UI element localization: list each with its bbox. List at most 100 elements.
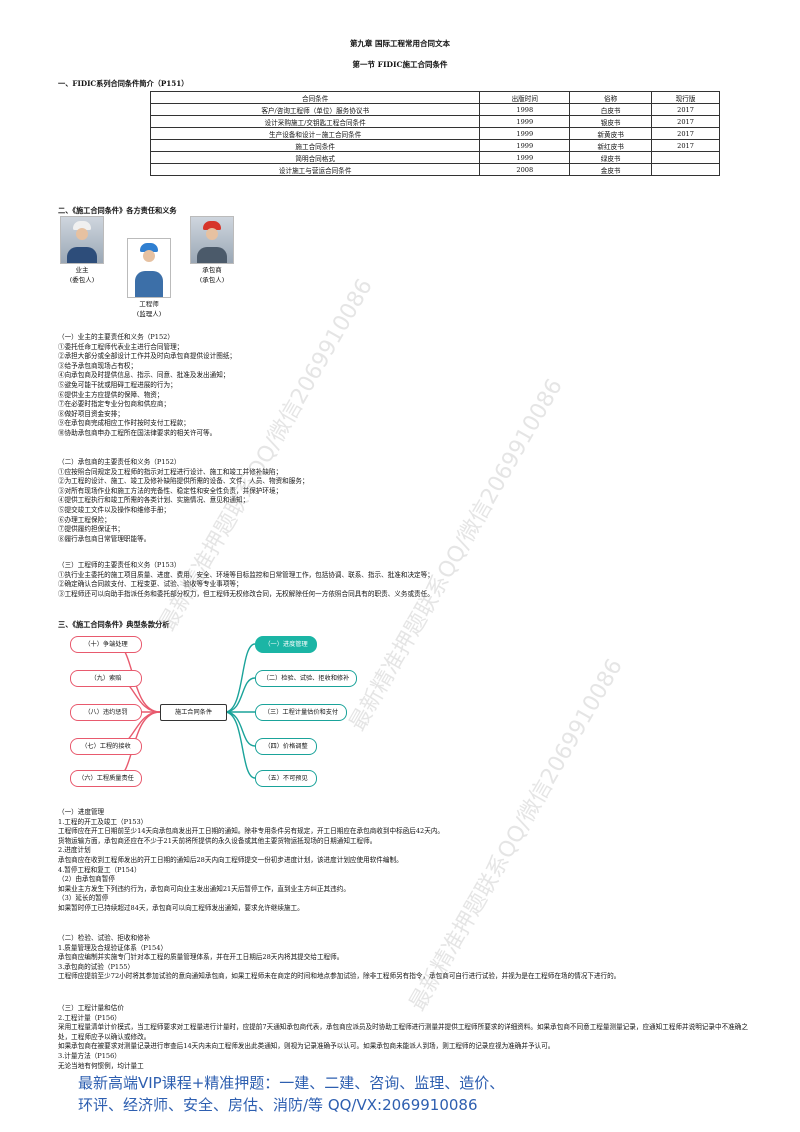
table-cell [651,163,720,176]
column-header: 现行版 [651,91,720,104]
owner-duties: （一）业主的主要责任和义务（P152） ①委托任命工程师代表业主进行合同管理；②… [58,333,748,439]
text-line: 1.质量管理及合规验证体系（P154） [58,943,168,952]
measurement-title: （三）工程计量和估价 [58,1004,124,1012]
text-line: ④提供工程执行和竣工所需的各类计划、实施情况、意见和通知； [58,496,250,505]
contractor-figure: 承包商 (承包人) [190,216,234,284]
engineer-label: 工程师 [139,300,159,308]
text-line: ⑥办理工程保险； [58,515,111,524]
text-line: ⑤提交竣工文件以及操作和维修手册； [58,505,171,514]
text-line: （3）延长的暂停 [58,894,109,903]
column-header: 出版时间 [479,91,571,104]
text-line: ⑦提供履约担保证书； [58,525,124,534]
text-line: ①委托任命工程师代表业主进行合同管理； [58,342,184,351]
measurement-section: （三）工程计量和估价 2.工程计量（P156）采用工程量清单计价模式，当工程师要… [58,1004,748,1071]
table-cell: 2008 [479,163,571,176]
text-line: 1.工程的开工及竣工（P153） [58,817,148,826]
node-quality: （六）工程质量责任 [70,770,142,787]
section2-heading: 二、《施工合同条件》各方责任和义务 [58,206,177,215]
text-line: ⑦在必要时指定专业分包商和供应商； [58,400,171,409]
footer-line: 环评、经济师、安全、房估、消防/等 QQ/VX:2069910086 [78,1096,478,1114]
text-line: 无论当地有何惯例，均计量工 [58,1061,144,1070]
text-line: 货物运输方面，承包商还应在不少于21天前将所提供的永久设备或其他主要货物运抵现场… [58,836,377,845]
node-inspection: （二）检验、试验、拒收和修补 [255,670,357,687]
footer-line: 最新高端VIP课程+精准押题：一建、二建、咨询、监理、造价、 [78,1074,505,1092]
text-line: 如果业主方发生下列违约行为，承包商可向业主发出通知21天后暂停工作，直到业主方纠… [58,884,350,893]
table-cell: 1999 [479,151,571,164]
table-cell: 设计采购施工/交钥匙工程合同条件 [149,115,481,128]
engineer-duties-title: （三）工程师的主要责任和义务（P153） [58,561,181,569]
owner-photo [60,216,104,264]
contractor-label: 承包商 [202,266,222,274]
table-cell: 2017 [651,103,720,116]
table-cell: 2017 [651,127,720,140]
table-cell: 新黄皮书 [569,127,653,140]
table-cell: 1999 [479,127,571,140]
table-cell: 1998 [479,103,571,116]
table-cell [651,151,720,164]
text-line: ⑧做好项目资金安排； [58,409,124,418]
node-taking-over: （七）工程的接收 [70,738,142,755]
progress-section: （一）进度管理 1.工程的开工及竣工（P153）工程师应在开工日期前至少14天向… [58,808,748,914]
text-line: （2）由承包商暂停 [58,875,115,884]
owner-label: 业主 [75,266,89,274]
node-claim: （九）索赔 [70,670,142,687]
chapter-title: 第九章 国际工程常用合同文本 [349,39,451,48]
table-cell: 简明合同格式 [149,151,481,164]
text-line: ⑧履行承包商日常管理职能等。 [58,534,151,543]
text-line: 2.工程计量（P156） [58,1013,121,1022]
node-progress: （一）进度管理 [255,636,317,653]
column-header: 俗称 [569,91,653,104]
text-line: 如果暂时停工已持续超过84天，承包商可以向工程师发出通知，要求允许继续施工。 [58,903,304,912]
contractor-duties-title: （二）承包商的主要责任和义务（P152） [58,458,181,466]
node-default: （八）违约惩罚 [70,704,142,721]
contractor-photo [190,216,234,264]
text-line: 3.承包商的试验（P155） [58,962,135,971]
table-cell: 设计施工与营运合同条件 [149,163,481,176]
engineer-photo [127,238,171,298]
table-header-row: 合同条件 出版时间 俗称 现行版 [149,91,720,104]
owner-duties-title: （一）业主的主要责任和义务（P152） [58,333,174,341]
text-line: ⑥提供业主方应提供的保障、物资； [58,390,164,399]
text-line: ⑩协助承包商申办工程所在国法律要求的相关许可等。 [58,428,217,437]
section-title: 第一节 FIDIC施工合同条件 [352,60,448,69]
text-line: 2.进度计划 [58,846,91,855]
table-cell: 新红皮书 [569,139,653,152]
text-line: ④向承包商及时提供信息、指示、同意、批准及发出通知； [58,371,230,380]
text-line: ⑤避免可能干扰或阻碍工程进展的行为； [58,380,177,389]
table-cell: 2017 [651,115,720,128]
text-line: ①执行业主委托的施工项目质量、进度、费用、安全、环境等目标监控和日常管理工作，包… [58,570,434,579]
section1-heading: 一、FIDIC系列合同条件简介（P151） [58,79,189,88]
text-line: ②承担大部分或全部设计工作并及时向承包商提供设计图纸； [58,352,237,361]
text-line: 采用工程量清单计价模式，当工程师要求对工程量进行计量时，应提前7天通知承包商代表… [58,1023,748,1041]
table-cell: 生产设备和设计－施工合同条件 [149,127,481,140]
column-header: 合同条件 [149,91,481,104]
table-cell: 绿皮书 [569,151,653,164]
engineer-duties: （三）工程师的主要责任和义务（P153） ①执行业主委托的施工项目质量、进度、费… [58,561,748,599]
progress-title: （一）进度管理 [58,808,105,816]
node-unforeseeable: （五）不可预见 [255,770,317,787]
text-line: 3.计量方法（P156） [58,1051,121,1060]
node-measurement: （三）工程计量估价和支付 [255,704,347,721]
footer-ad: 最新高端VIP课程+精准押题：一建、二建、咨询、监理、造价、 环评、经济师、安全… [78,1072,718,1116]
table-cell: 金皮书 [569,163,653,176]
text-line: ⑨在承包商完成相应工作时按时支付工程款； [58,419,190,428]
text-line: ③工程师还可以向助手指派任务和委托部分权力，但工程师无权修改合同，无权解除任何一… [58,589,434,598]
inspection-title: （二）检验、试验、拒收和修补 [58,934,151,942]
table-cell: 白皮书 [569,103,653,116]
table-cell: 1999 [479,139,571,152]
node-price-adjust: （四）价格调整 [255,738,317,755]
owner-figure: 业主 (委包人) [60,216,104,284]
text-line: ①应按照合同规定及工程师的指示对工程进行设计、施工和竣工并修补缺陷； [58,467,283,476]
contractor-duties: （二）承包商的主要责任和义务（P152） ①应按照合同规定及工程师的指示对工程进… [58,458,748,544]
section3-heading: 三、《施工合同条件》典型条款分析 [58,620,170,629]
contractor-sublabel: (承包人) [199,276,225,284]
text-line: ②为工程的设计、施工、竣工及修补缺陷提供所需的设备、文件、人员、物资和服务； [58,477,309,486]
node-center: 施工合同条件 [160,704,227,721]
text-line: 承包商应在收到工程师发出的开工日期的通知后28天内向工程师提交一份初步进度计划，… [58,855,403,864]
